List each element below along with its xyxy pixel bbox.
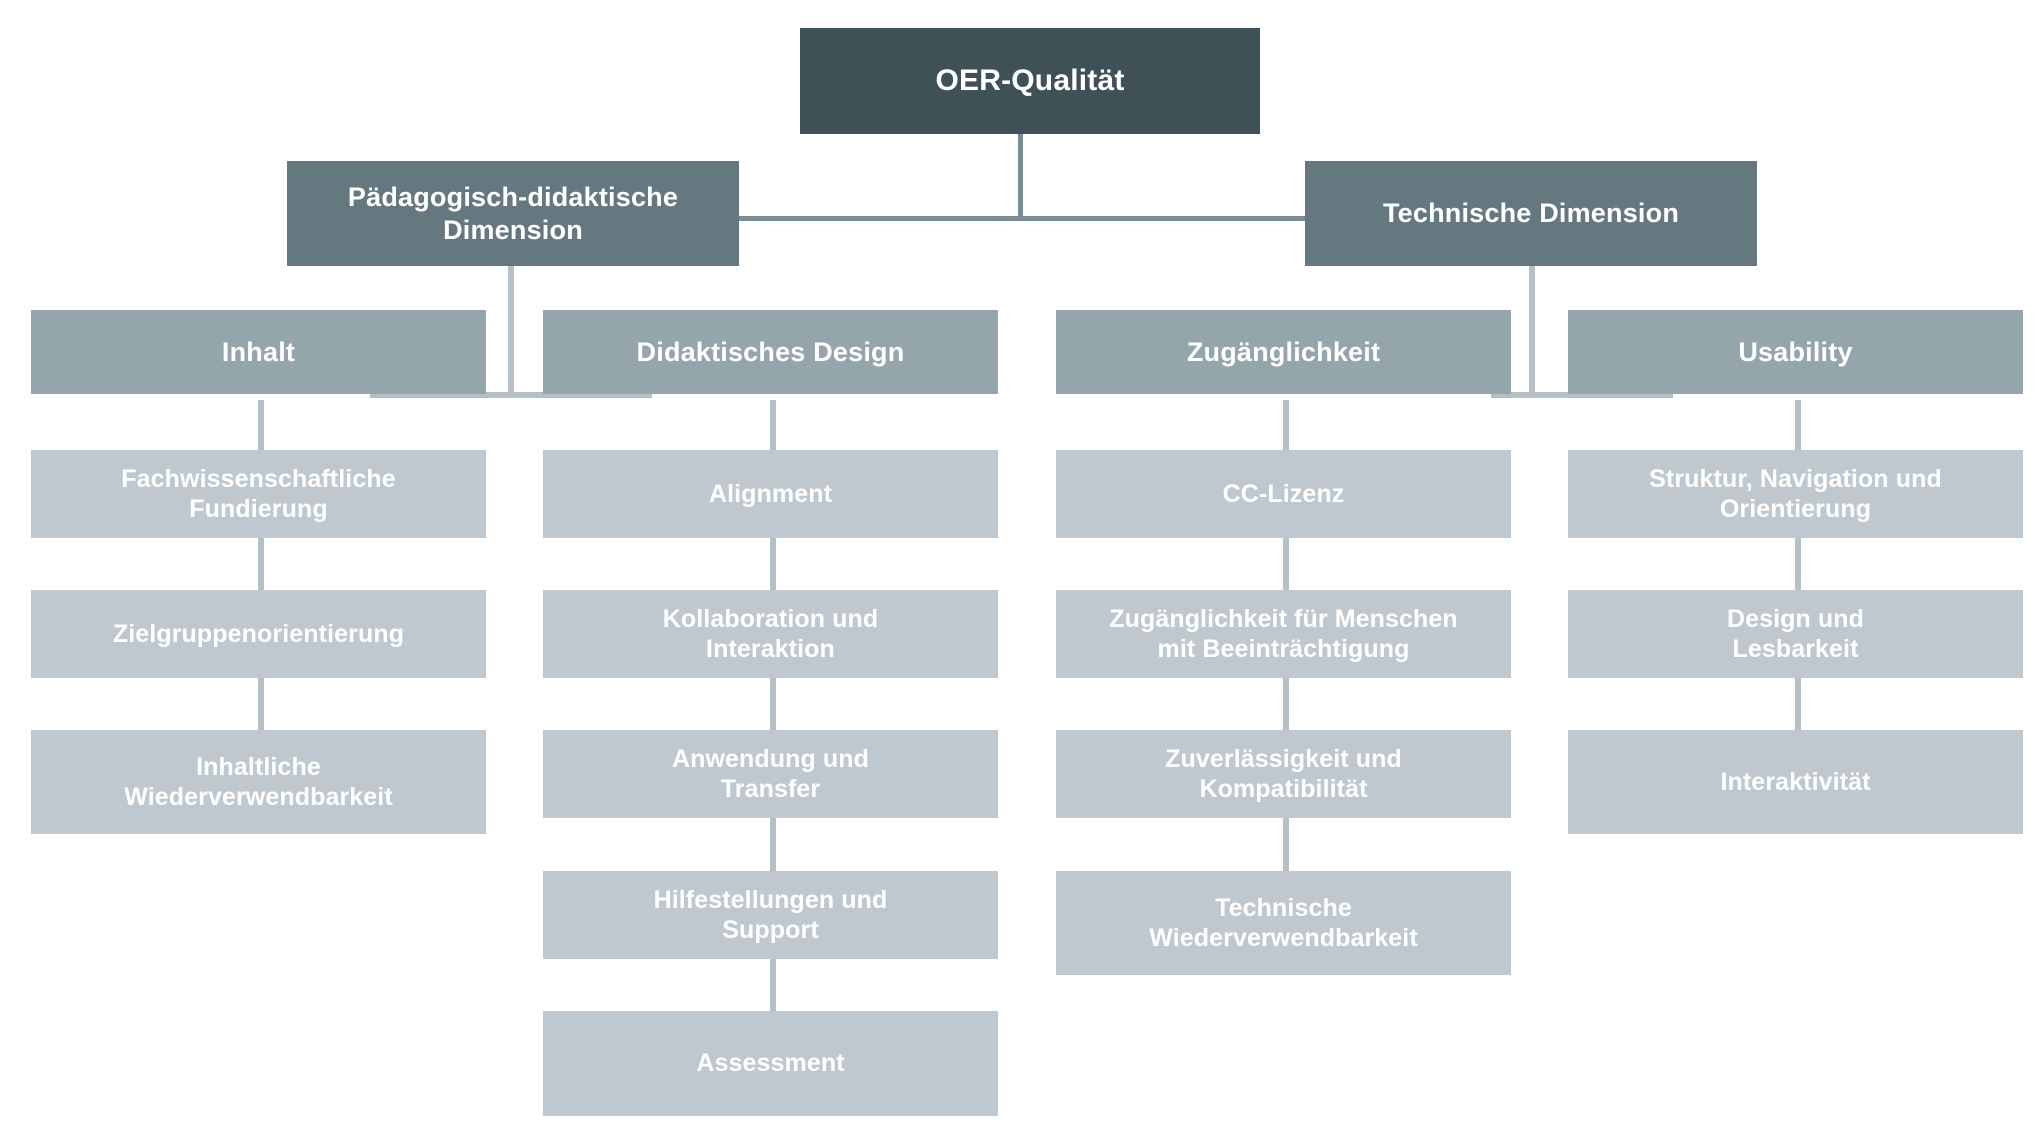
node-category-inhalt[interactable]: Inhalt bbox=[31, 310, 486, 394]
node-leaf-label: Hilfestellungen und Support bbox=[653, 885, 888, 945]
node-leaf-zuverlaessigkeit-und-kompatibilitaet[interactable]: Zuverlässigkeit und Kompatibilität bbox=[1056, 730, 1511, 818]
node-leaf-zielgruppenorientierung[interactable]: Zielgruppenorientierung bbox=[31, 590, 486, 678]
node-leaf-anwendung-und-transfer[interactable]: Anwendung und Transfer bbox=[543, 730, 998, 818]
node-leaf-inhaltliche-wiederverwendbarkeit[interactable]: Inhaltliche Wiederverwendbarkeit bbox=[31, 730, 486, 834]
node-leaf-technische-wiederverwendbarkeit[interactable]: Technische Wiederverwendbarkeit bbox=[1056, 871, 1511, 975]
node-leaf-label: Zuverlässigkeit und Kompatibilität bbox=[1165, 744, 1402, 804]
node-leaf-design-und-lesbarkeit[interactable]: Design und Lesbarkeit bbox=[1568, 590, 2023, 678]
connector-root-stem bbox=[1018, 133, 1023, 219]
connector-left-dimension-stem bbox=[508, 265, 514, 396]
node-category-didaktisches-design[interactable]: Didaktisches Design bbox=[543, 310, 998, 394]
node-leaf-alignment[interactable]: Alignment bbox=[543, 450, 998, 538]
node-leaf-label: Design und Lesbarkeit bbox=[1726, 604, 1865, 664]
node-leaf-interaktivitaet[interactable]: Interaktivität bbox=[1568, 730, 2023, 834]
connector-left-category-bus bbox=[370, 392, 652, 398]
node-dimension-label: Pädagogisch-didaktische Dimension bbox=[347, 181, 679, 245]
connector-dimension-bus bbox=[739, 216, 1305, 221]
node-category-label: Didaktisches Design bbox=[636, 336, 905, 367]
connector-right-dimension-stem bbox=[1529, 265, 1535, 396]
node-category-usability[interactable]: Usability bbox=[1568, 310, 2023, 394]
node-leaf-label: Zugänglichkeit für Menschen mit Beeinträ… bbox=[1109, 604, 1458, 664]
node-root-oer-qualitaet[interactable]: OER-Qualität bbox=[800, 28, 1260, 134]
node-dimension-label: Technische Dimension bbox=[1382, 198, 1680, 229]
node-leaf-kollaboration-und-interaktion[interactable]: Kollaboration und Interaktion bbox=[543, 590, 998, 678]
connector-right-category-bus bbox=[1491, 392, 1673, 398]
node-leaf-label: Anwendung und Transfer bbox=[671, 744, 870, 804]
connector-spine-zugaenglichkeit bbox=[1283, 400, 1289, 972]
node-leaf-label: Technische Wiederverwendbarkeit bbox=[1149, 893, 1418, 953]
node-leaf-label: Assessment bbox=[696, 1049, 845, 1078]
node-category-label: Inhalt bbox=[221, 336, 296, 367]
node-leaf-assessment[interactable]: Assessment bbox=[543, 1011, 998, 1116]
node-dimension-technisch[interactable]: Technische Dimension bbox=[1305, 161, 1757, 266]
node-category-label: Zugänglichkeit bbox=[1186, 336, 1381, 367]
node-leaf-label: Struktur, Navigation und Orientierung bbox=[1649, 464, 1942, 524]
node-leaf-label: Interaktivität bbox=[1720, 767, 1871, 796]
node-leaf-label: Alignment bbox=[708, 479, 833, 508]
node-category-label: Usability bbox=[1738, 336, 1853, 367]
node-leaf-label: CC-Lizenz bbox=[1222, 479, 1345, 508]
node-leaf-label: Inhaltliche Wiederverwendbarkeit bbox=[124, 752, 393, 812]
node-leaf-cc-lizenz[interactable]: CC-Lizenz bbox=[1056, 450, 1511, 538]
node-leaf-zugaenglichkeit-fuer-menschen-mit-beeintraechtigung[interactable]: Zugänglichkeit für Menschen mit Beeinträ… bbox=[1056, 590, 1511, 678]
node-leaf-hilfestellungen-und-support[interactable]: Hilfestellungen und Support bbox=[543, 871, 998, 959]
node-category-zugaenglichkeit[interactable]: Zugänglichkeit bbox=[1056, 310, 1511, 394]
node-leaf-label: Zielgruppenorientierung bbox=[112, 619, 405, 648]
node-leaf-struktur-navigation-und-orientierung[interactable]: Struktur, Navigation und Orientierung bbox=[1568, 450, 2023, 538]
node-dimension-paedagogisch-didaktisch[interactable]: Pädagogisch-didaktische Dimension bbox=[287, 161, 739, 266]
node-leaf-label: Fachwissenschaftliche Fundierung bbox=[121, 464, 396, 524]
node-leaf-fachwissenschaftliche-fundierung[interactable]: Fachwissenschaftliche Fundierung bbox=[31, 450, 486, 538]
node-leaf-label: Kollaboration und Interaktion bbox=[662, 604, 879, 664]
node-root-label: OER-Qualität bbox=[935, 63, 1125, 97]
